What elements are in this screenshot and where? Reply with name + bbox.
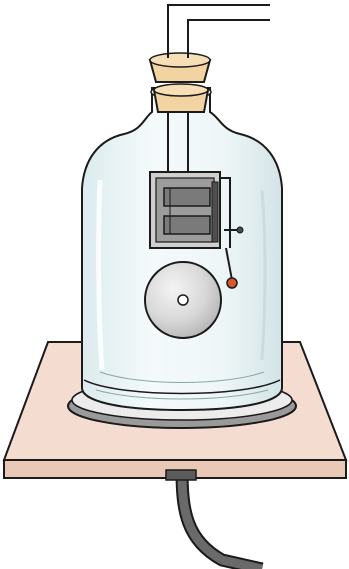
coil-lower <box>164 216 210 234</box>
hammer-ball <box>227 278 237 288</box>
tube-connector <box>166 470 196 480</box>
upper-stopper <box>150 53 210 82</box>
coil-upper <box>164 188 210 206</box>
vacuum-tube <box>182 470 262 569</box>
bell-gong <box>145 262 221 338</box>
rubber-stopper <box>154 84 208 112</box>
